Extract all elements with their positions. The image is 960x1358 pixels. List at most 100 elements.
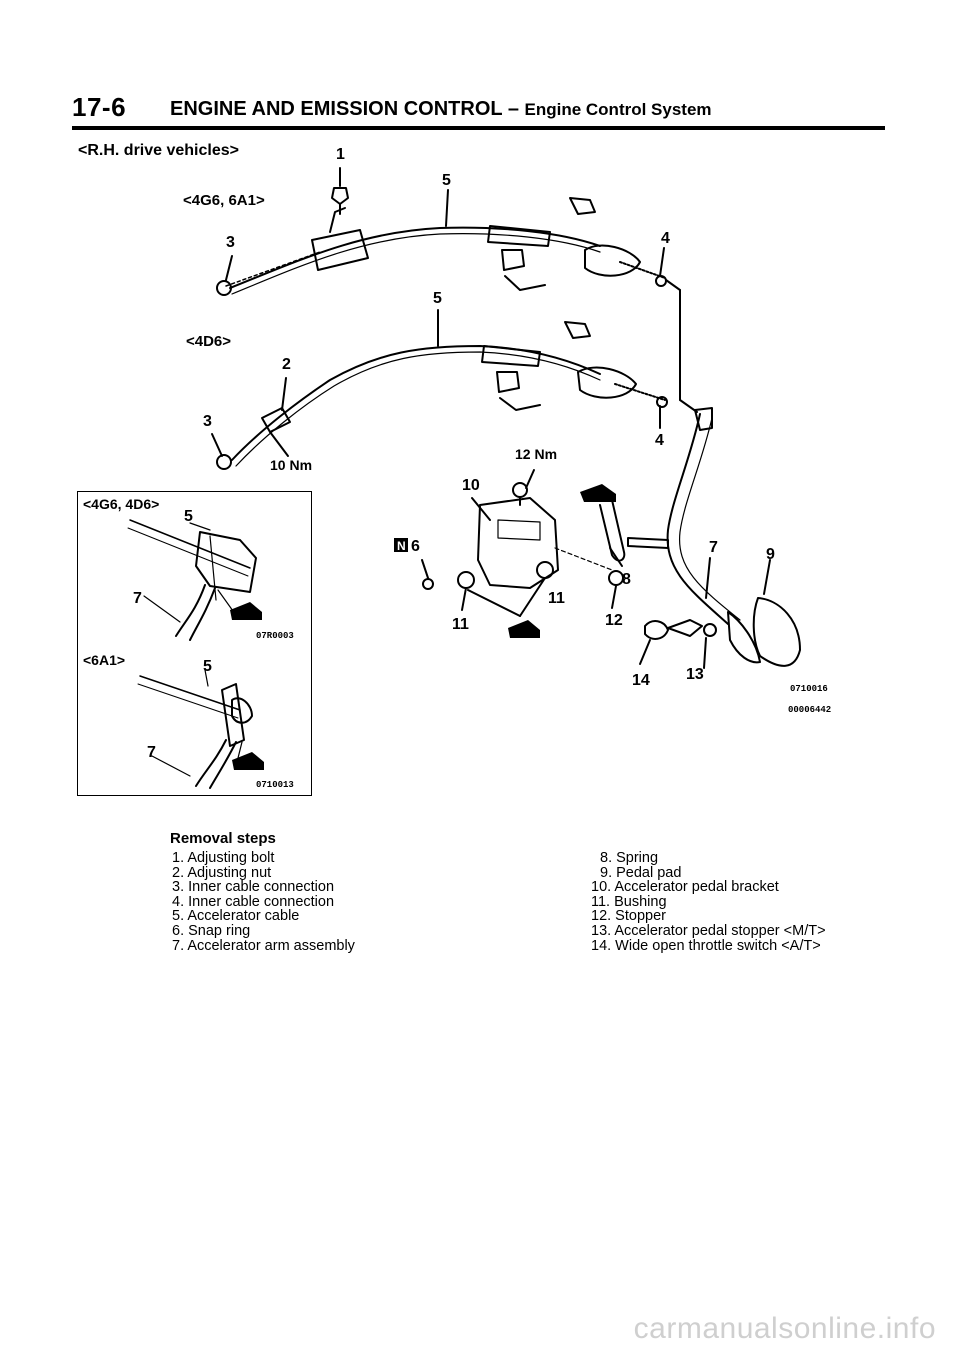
callout-5-inset-top: 5	[184, 508, 193, 525]
removal-step: 14. Wide open throttle switch <A/T>	[591, 937, 821, 954]
pedal-pivot-shaft	[627, 537, 669, 549]
inset-label-4g6-4d6: <4G6, 4D6>	[83, 496, 160, 512]
grease-icon	[580, 484, 616, 502]
bracket-bolt	[512, 482, 528, 498]
lower-clip	[499, 397, 541, 411]
adjusting-bolt	[331, 187, 349, 205]
removal-steps-title: Removal steps	[170, 830, 276, 847]
pedal-arm-2	[678, 417, 741, 621]
removal-step: 11. Bushing	[591, 893, 667, 910]
inset2-fitting	[231, 697, 253, 724]
lower-spring	[614, 383, 666, 401]
lower-end-fitting	[656, 396, 668, 408]
callout-1: 1	[336, 146, 345, 163]
callout-5-upper: 5	[442, 172, 451, 189]
upper-sleeve	[487, 225, 551, 247]
upper-cable-end	[216, 280, 232, 296]
upper-cable-dashed	[225, 251, 321, 287]
bushing-right	[536, 561, 554, 579]
callout-10: 10	[462, 477, 480, 494]
code-main-2: 00006442	[788, 705, 832, 715]
callout-9: 9	[766, 546, 775, 563]
callout-11-left: 11	[452, 616, 469, 633]
removal-step: 7. Accelerator arm assembly	[172, 937, 355, 954]
upper-nut	[501, 249, 525, 271]
code-main-1: 0710016	[790, 684, 828, 694]
pedal-pad	[752, 597, 801, 667]
inset2-arm	[195, 739, 227, 787]
inset-frame	[77, 491, 312, 796]
torque-10nm: 10 Nm	[270, 457, 313, 473]
removal-step: 9. Pedal pad	[600, 864, 682, 881]
bushing-left	[457, 571, 475, 589]
vehicle-label: <R.H. drive vehicles>	[78, 142, 239, 159]
grease-icon	[508, 620, 540, 638]
bracket-dashed-line	[554, 547, 613, 571]
removal-step: 3. Inner cable connection	[172, 879, 335, 896]
page-number: 17-6	[72, 92, 127, 122]
callout-2: 2	[282, 356, 291, 373]
callout-5-inset-bottom: 5	[203, 658, 212, 675]
grease-icon	[232, 752, 264, 770]
inset-label-6a1: <6A1>	[83, 652, 126, 668]
upper-bolt	[569, 197, 596, 215]
upper-bracket	[311, 229, 369, 271]
upper-cable-outer-2	[231, 233, 601, 295]
removal-steps-right: 8. Spring 9. Pedal pad 10. Accelerator p…	[591, 851, 826, 953]
variant-label-4d6: <4D6>	[186, 333, 232, 350]
callout-8: 8	[622, 571, 631, 588]
code-inset-bottom: 0710013	[256, 780, 294, 790]
callout-14: 14	[632, 672, 650, 689]
upper-cable-outer	[229, 226, 601, 289]
removal-step: 4. Inner cable connection	[172, 893, 335, 910]
removal-step: 8. Spring	[600, 850, 659, 866]
snap-ring	[422, 578, 434, 590]
variant-label-4g6-6a1: <4G6, 6A1>	[183, 192, 265, 209]
wot-switch	[644, 620, 669, 640]
lower-nut	[496, 371, 520, 393]
removal-step: 2. Adjusting nut	[172, 864, 272, 881]
torque-12nm: 12 Nm	[515, 446, 558, 462]
pedal-mount	[727, 611, 761, 664]
pedal-arm-top	[694, 407, 713, 431]
upper-clip	[504, 275, 546, 291]
grease-icon	[230, 602, 262, 620]
callout-3-lower: 3	[203, 413, 212, 430]
callout-7-inset-bottom: 7	[147, 744, 156, 761]
lower-cable-end	[216, 454, 232, 470]
lower-cable-outer-2	[235, 351, 601, 467]
callout-4-lower: 4	[655, 432, 664, 449]
lower-sleeve	[481, 345, 541, 367]
removal-step: 1. Adjusting bolt	[172, 850, 275, 866]
callout-3-upper: 3	[226, 234, 235, 251]
callout-11-right: 11	[548, 590, 565, 607]
lower-cable-outer	[231, 345, 601, 461]
callout-5-lower: 5	[433, 290, 442, 307]
lower-throttle-cam	[577, 366, 637, 399]
callout-13: 13	[686, 666, 704, 683]
removal-step: 13. Accelerator pedal stopper <M/T>	[591, 922, 826, 939]
upper-bracket-mount	[329, 207, 346, 233]
inset1-cable	[129, 519, 251, 569]
upper-throttle-cam	[584, 244, 641, 277]
removal-step: 10. Accelerator pedal bracket	[591, 879, 779, 896]
lower-adjust-nut	[261, 407, 291, 433]
callout-7-inset-top: 7	[133, 590, 142, 607]
callout-12: 12	[605, 612, 623, 629]
upper-spring	[619, 261, 666, 279]
section-title-main: ENGINE AND EMISSION CONTROL	[170, 98, 503, 120]
pedal-stopper-13	[703, 623, 717, 637]
removal-steps-left: 1. Adjusting bolt 2. Adjusting nut 3. In…	[172, 851, 355, 953]
return-spring	[599, 499, 626, 562]
section-title: ENGINE AND EMISSION CONTROL – Engine Con…	[170, 98, 712, 121]
pedal-arm	[666, 413, 729, 625]
title-dash: –	[507, 98, 519, 120]
n-mark-letter: N	[397, 539, 406, 553]
watermark: carmanualsonline.info	[633, 1312, 936, 1345]
callout-7-main: 7	[709, 539, 718, 556]
removal-step: 6. Snap ring	[172, 922, 251, 939]
inset2-bracket	[221, 683, 245, 747]
code-inset-top: 07R0003	[256, 631, 294, 641]
pedal-bracket	[477, 497, 559, 589]
